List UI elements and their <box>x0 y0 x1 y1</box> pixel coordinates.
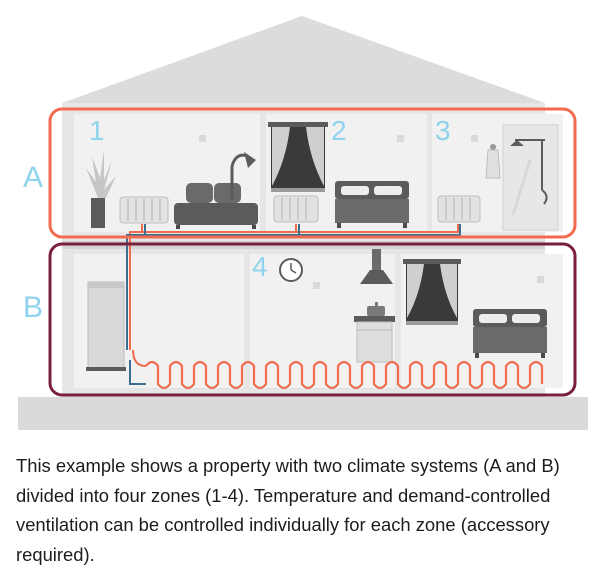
wall-sensor <box>537 276 544 283</box>
window-with-curtains-icon <box>268 122 328 192</box>
shower-icon <box>502 124 559 231</box>
bed-icon <box>473 309 547 358</box>
towel-icon <box>485 144 501 179</box>
radiator-icon <box>273 195 319 223</box>
system-b-frame <box>48 242 577 397</box>
zone-label-4: 4 <box>252 251 268 282</box>
foundation <box>18 397 588 430</box>
radiator-icon <box>437 195 481 223</box>
heat-pump-icon <box>86 281 126 371</box>
zone-label-1: 1 <box>89 115 105 146</box>
zone-label-3: 3 <box>435 115 451 146</box>
roof <box>62 16 545 103</box>
floor-lamp-icon <box>230 152 256 200</box>
stove-icon <box>354 302 395 363</box>
zone-label-2: 2 <box>331 115 347 146</box>
wall-sensor <box>199 135 206 142</box>
radiator-icon <box>119 196 169 224</box>
wall-sensor <box>471 135 478 142</box>
underfloor-heating-icon <box>129 349 544 390</box>
system-b-label: B <box>23 291 43 324</box>
clock-icon <box>279 258 303 282</box>
wall-sensor <box>397 135 404 142</box>
system-a-frame <box>48 107 577 239</box>
cooker-hood-icon <box>360 249 393 284</box>
sofa-icon <box>174 183 258 229</box>
wall-sensor <box>313 282 320 289</box>
caption: This example shows a property with two c… <box>16 455 560 565</box>
system-a-label: A <box>23 161 43 194</box>
window-with-curtains-icon <box>403 259 461 325</box>
house-diagram: A B 1 2 3 4 <box>18 16 588 430</box>
plant-icon <box>86 150 116 228</box>
bed-icon <box>335 181 409 228</box>
radiator-pipes <box>126 224 461 350</box>
